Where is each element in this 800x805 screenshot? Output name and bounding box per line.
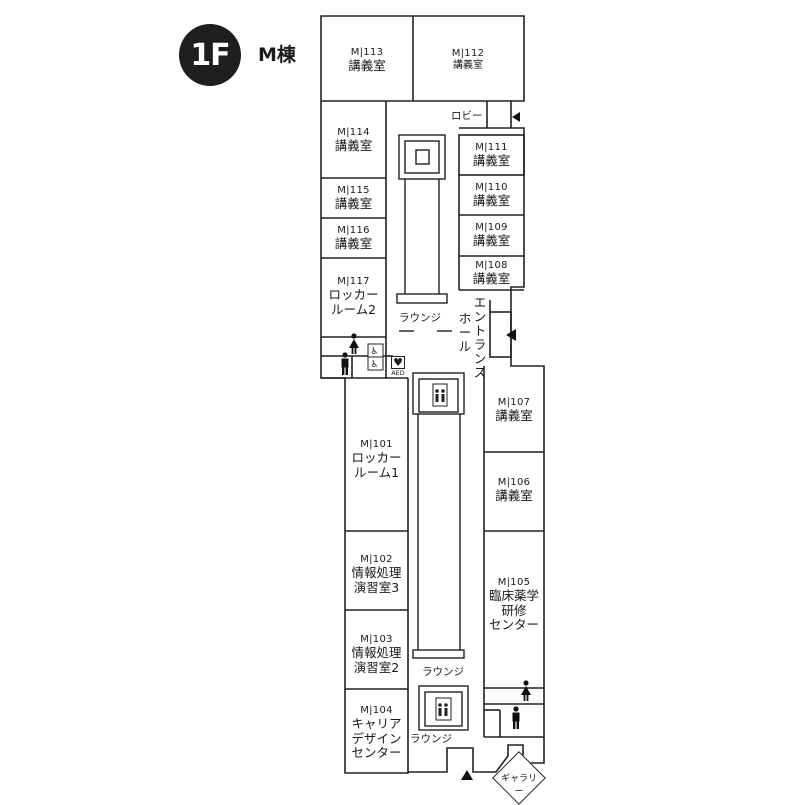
entrance-arrow-icons [461, 112, 520, 780]
svg-text:♿: ♿ [371, 347, 379, 357]
building-label: M棟 [258, 44, 296, 66]
aed-marker: ♥ AED [389, 356, 407, 377]
floor-badge: 1F [179, 24, 241, 86]
aed-label: AED [391, 369, 405, 377]
male-restroom-icon [339, 352, 349, 380]
female-restroom-icon [520, 680, 531, 706]
male-restroom-icon [510, 706, 520, 734]
female-restroom-icon [348, 333, 359, 359]
heart-icon: ♥ [391, 356, 405, 369]
svg-text:♿: ♿ [371, 360, 379, 370]
gallery-label: ギャラリー [500, 774, 537, 797]
